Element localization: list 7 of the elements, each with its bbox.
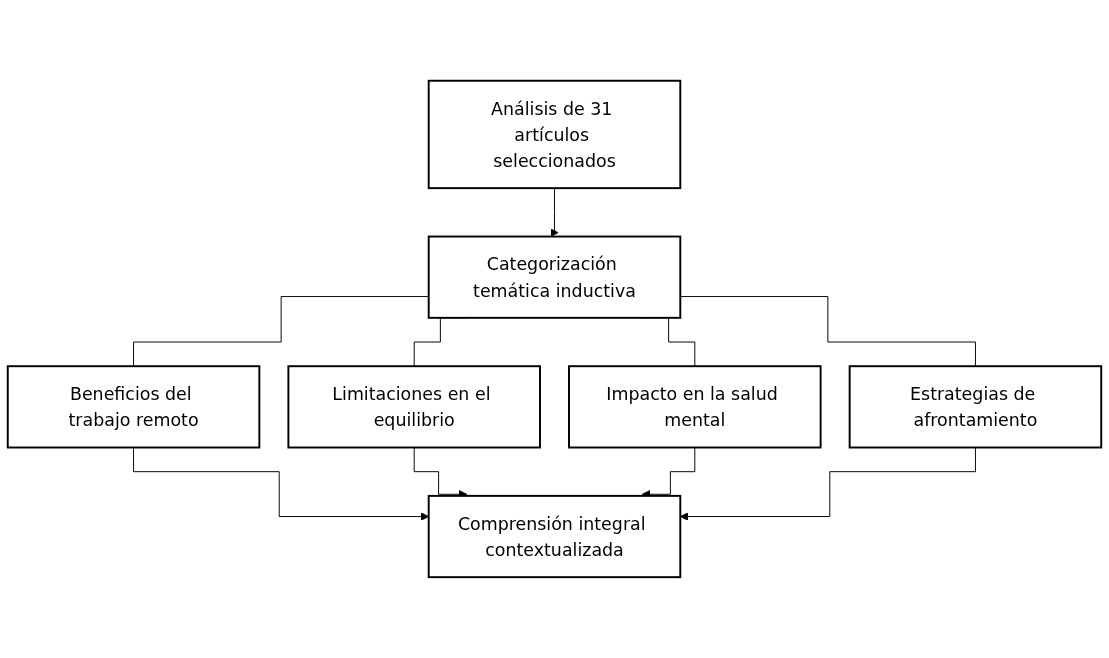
node-box: Estrategias de afrontamiento [848,365,1103,449]
node-box: Análisis de 31 artículos seleccionados [427,79,682,190]
node-box: Comprensión integral contextualizada [427,494,682,579]
node-box: Limitaciones en el equilibrio [287,365,541,449]
node-box: Beneficios del trabajo remoto [6,365,261,449]
node-box: Categorización temática inductiva [427,235,682,319]
node-box: Impacto en la salud mental [568,365,822,449]
